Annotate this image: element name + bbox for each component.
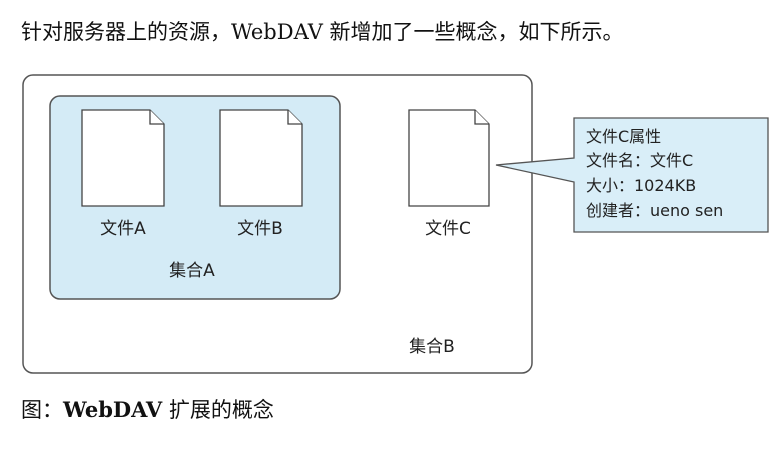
callout-line-creator: 创建者：ueno sen <box>586 201 723 220</box>
collection-b-label: 集合B <box>409 337 455 357</box>
file-c-label: 文件C <box>425 219 471 239</box>
figure-caption: 图：WebDAV 扩展的概念 <box>21 395 274 425</box>
file-a-icon <box>81 109 165 207</box>
file-a-label: 文件A <box>100 219 146 239</box>
intro-text: 针对服务器上的资源，WebDAV 新增加了一些概念，如下所示。 <box>21 20 624 44</box>
caption-bold: WebDAV <box>63 397 163 422</box>
file-b-icon <box>219 109 303 207</box>
file-b-label: 文件B <box>237 219 283 239</box>
callout-line-size: 大小：1024KB <box>586 176 696 195</box>
file-c-properties-callout: 文件C属性 文件名：文件C 大小：1024KB 创建者：ueno sen <box>495 117 769 233</box>
file-c-icon <box>408 109 490 207</box>
caption-prefix: 图： <box>21 398 63 422</box>
callout-line-filename: 文件名：文件C <box>586 151 693 170</box>
callout-line-title: 文件C属性 <box>586 127 661 146</box>
collection-a-label: 集合A <box>169 261 215 281</box>
caption-rest: 扩展的概念 <box>162 398 274 422</box>
